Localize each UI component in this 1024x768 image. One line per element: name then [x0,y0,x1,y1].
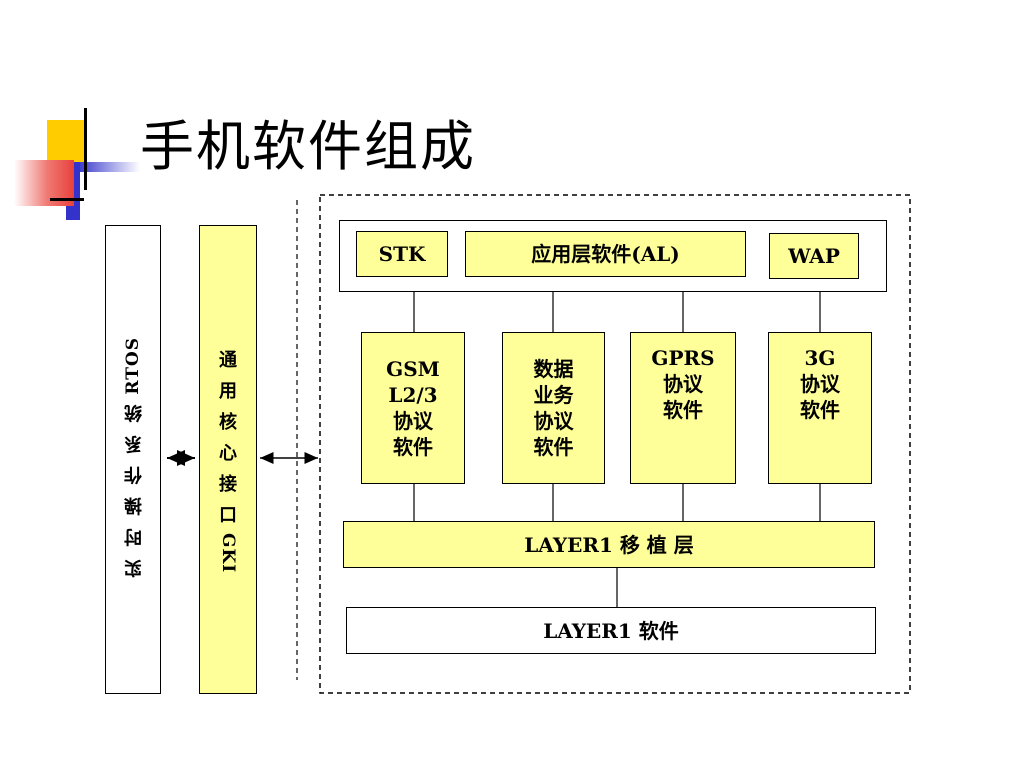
application-layer-box: 应用层软件(AL) [465,231,746,277]
3g-protocol-box: 3G 协议 软件 [768,332,872,484]
gsm-protocol-box: GSM L2/3 协议 软件 [361,332,465,484]
layer1-porting-box: LAYER1 移 植 层 [343,521,875,568]
gki-char: 口 [219,505,237,527]
wap-box: WAP [769,233,859,279]
rtos-latin: RTOS [123,336,143,395]
rtos-char: 时 [124,525,142,547]
protocol-stack-dashed-frame [319,194,911,694]
logo-icon [14,108,140,220]
rtos-char: 系 [124,432,142,454]
rtos-char: 实 [124,556,142,578]
data-service-protocol-box: 数据 业务 协议 软件 [502,332,605,484]
gki-latin: GKI [218,533,238,574]
gki-char: 核 [219,412,237,434]
rtos-char: 作 [124,463,142,485]
rtos-char: 统 [124,401,142,423]
rtos-char: 操 [124,494,142,516]
gki-char: 接 [219,474,237,496]
gki-char: 通 [219,350,237,372]
gki-box: 通 用 核 心 接 口 GKI [199,225,257,694]
rtos-box: 实 时 操 作 系 统 RTOS [105,225,161,694]
gki-char: 心 [219,443,237,465]
rtos-label: 实 时 操 作 系 统 RTOS [123,337,143,583]
gprs-protocol-box: GPRS 协议 软件 [630,332,736,484]
gki-label: 通 用 核 心 接 口 GKI [218,345,238,573]
slide-logo [0,100,140,230]
stk-box: STK [356,231,448,277]
page-title: 手机软件组成 [140,115,476,178]
layer1-software-box: LAYER1 软件 [346,607,876,654]
gki-char: 用 [219,381,237,403]
